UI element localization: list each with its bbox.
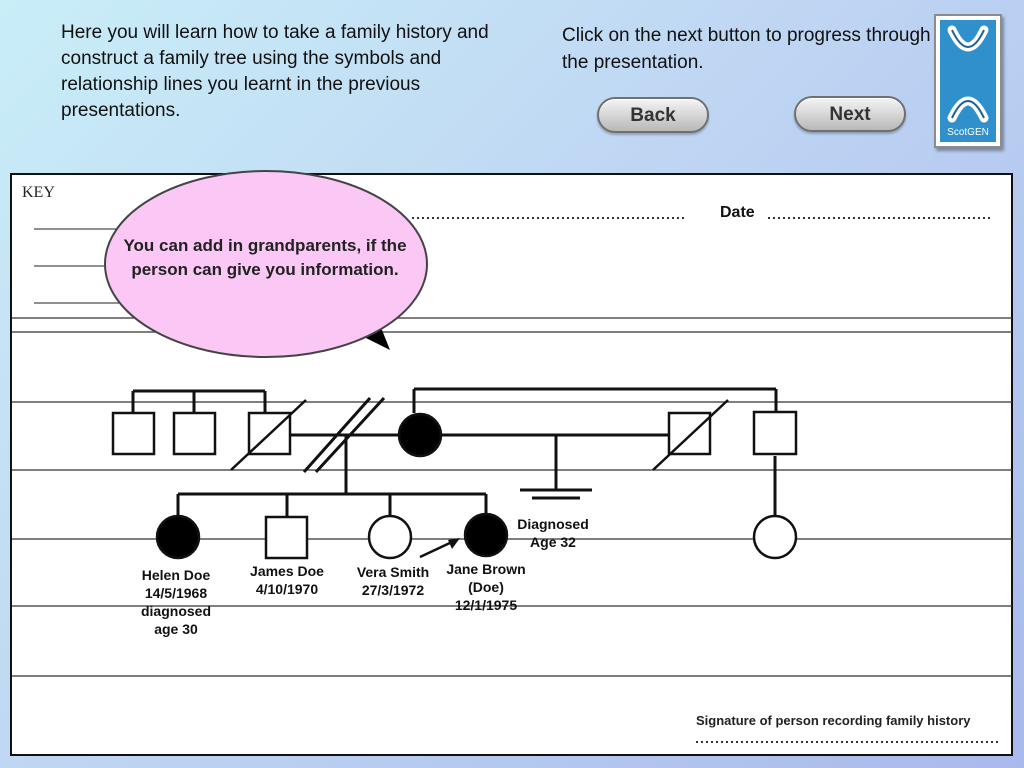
- individual-symbols: [111, 410, 798, 560]
- relationship-lines: [131, 387, 778, 517]
- deceased-slashes: [230, 399, 729, 471]
- half-sister-circle: [752, 514, 798, 560]
- speech-bubble-text: You can add in grandparents, if the pers…: [123, 236, 407, 279]
- signature-label: Signature of person recording family his…: [696, 713, 971, 728]
- proband-arrow-icon: [419, 538, 460, 559]
- scotgen-logo: ScotGEN: [934, 14, 1002, 148]
- jane-affected: [463, 512, 509, 558]
- nav-hint-text: Click on the next button to progress thr…: [562, 25, 931, 73]
- intro-text: Here you will learn how to take a family…: [61, 22, 489, 121]
- label-jane: Jane Brown (Doe) 12/1/1975: [446, 561, 526, 613]
- helen-affected: [155, 514, 201, 560]
- dotted-fields: [412, 217, 998, 743]
- vera-circle: [367, 514, 413, 560]
- logo-label: ScotGEN: [947, 127, 989, 138]
- label-helen: Helen Doe 14/5/1968 diagnosed age 30: [140, 567, 211, 637]
- male-uncle-1: [111, 411, 156, 456]
- label-james: James Doe 4/10/1970: [250, 563, 324, 597]
- divorce-marks: [302, 396, 386, 474]
- next-button[interactable]: Next: [794, 96, 906, 132]
- chromosome-icon: [947, 25, 989, 123]
- date-label: Date: [720, 204, 755, 221]
- speech-bubble: [104, 170, 428, 358]
- label-jane-note: Diagnosed Age 32: [517, 516, 589, 550]
- james-square: [264, 515, 309, 560]
- male-uncle-2: [172, 411, 217, 456]
- male-relative: [752, 410, 798, 456]
- label-vera: Vera Smith 27/3/1972: [356, 564, 430, 598]
- back-button[interactable]: Back: [597, 97, 709, 133]
- key-title: KEY: [22, 184, 55, 201]
- mother-affected: [397, 412, 443, 458]
